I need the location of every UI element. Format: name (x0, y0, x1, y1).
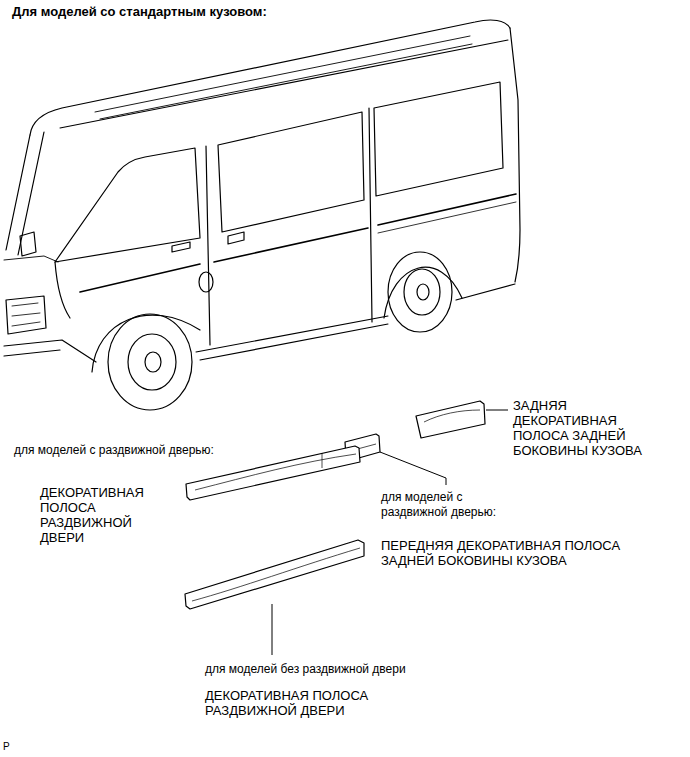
part-name: ЗАДНЯЯ ДЕКОРАТИВНАЯ ПОЛОСА ЗАДНЕЙ БОКОВИ… (513, 398, 653, 458)
page-title: Для моделей со стандартным кузовом: (12, 4, 267, 19)
part-name: ДЕКОРАТИВНАЯ ПОЛОСА РАЗДВИЖНОЙ ДВЕРИ (205, 688, 405, 718)
applicability-note: для моделей с раздвижной дверью: (14, 443, 214, 458)
figure-code: P (3, 739, 10, 754)
applicability-note: для моделей с раздвижной дверью: (381, 490, 511, 520)
part-name: ДЕКОРАТИВНАЯ ПОЛОСА РАЗДВИЖНОЙ ДВЕРИ (40, 485, 144, 545)
applicability-note: для моделей без раздвижной двери (205, 662, 406, 677)
part-name: ПЕРЕДНЯЯ ДЕКОРАТИВНАЯ ПОЛОСА ЗАДНЕЙ БОКО… (381, 538, 646, 568)
leader-lines (272, 410, 508, 655)
